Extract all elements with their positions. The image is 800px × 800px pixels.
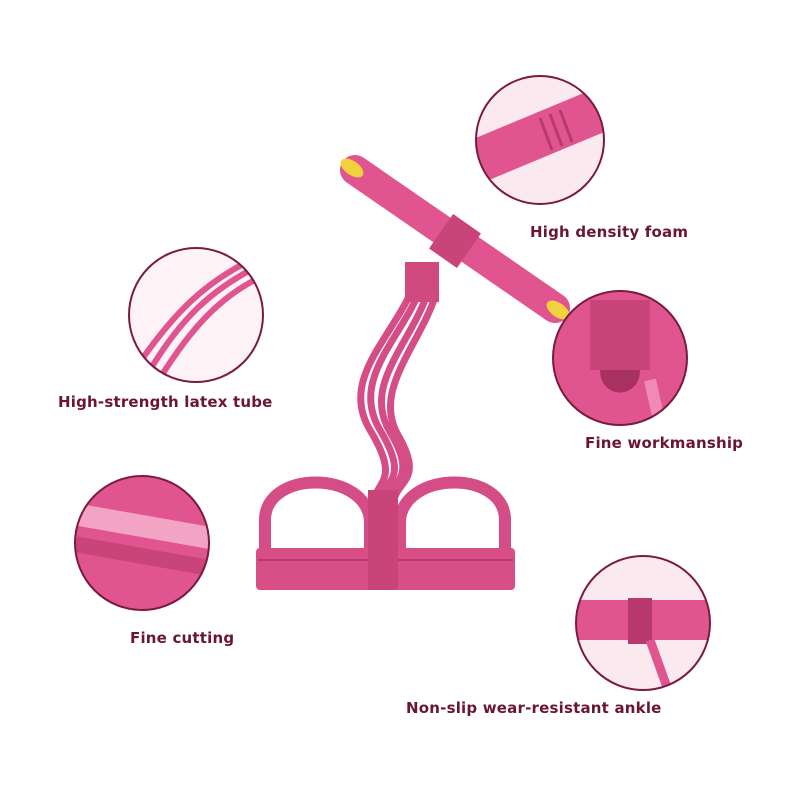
detail-circle-workmanship [552,290,688,426]
pedal-exerciser [256,155,570,590]
label-fine-workmanship: Fine workmanship [585,434,744,452]
label-high-density-foam: High density foam [530,223,689,241]
label-non-slip-ankle: Non-slip wear-resistant ankle [406,699,662,717]
latex-tubes [357,288,440,502]
detail-circle-foam [475,75,605,205]
label-latex-tube: High-strength latex tube [58,393,273,411]
label-fine-cutting: Fine cutting [130,629,235,647]
detail-circle-cutting [74,475,210,611]
detail-circle-tube [128,247,264,383]
foam-handle [340,155,570,323]
detail-circle-ankle [575,555,711,691]
foot-pedals [259,476,511,565]
